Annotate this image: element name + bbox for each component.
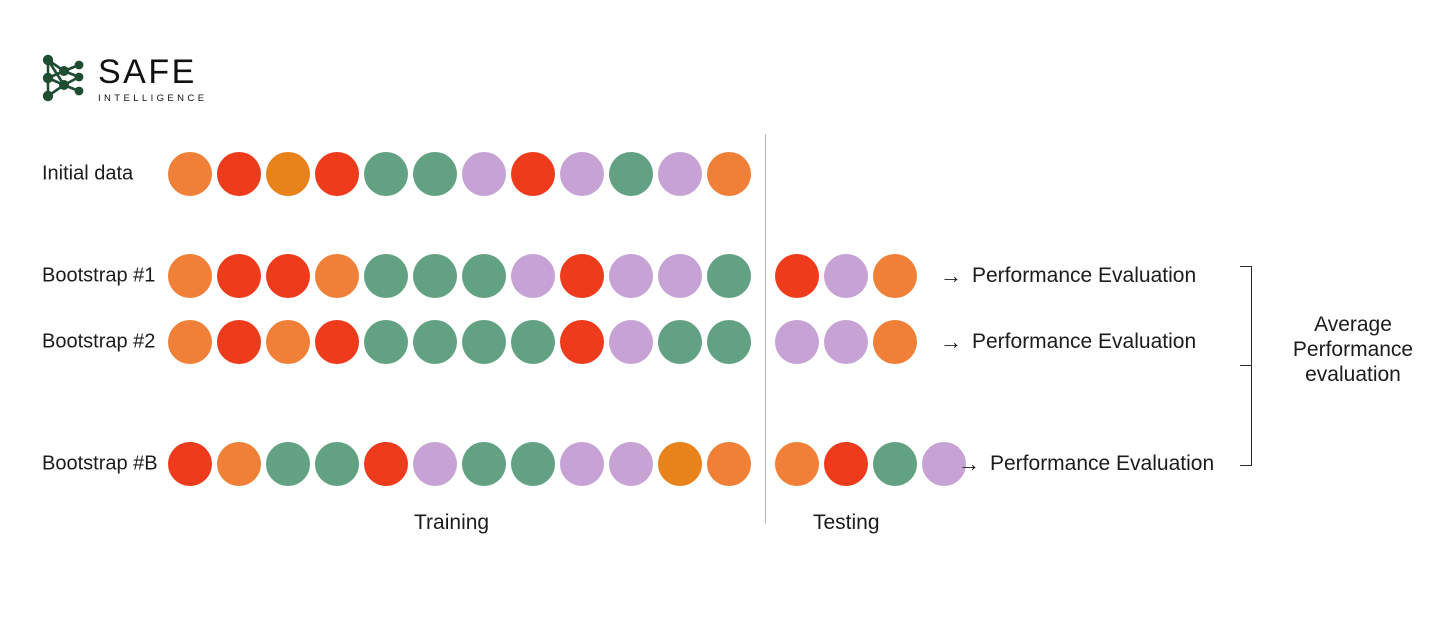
sample-dot-red bbox=[560, 254, 604, 298]
evaluation-label: Performance Evaluation bbox=[990, 452, 1215, 475]
row-label: Initial data bbox=[42, 162, 134, 185]
row-label: Bootstrap #1 bbox=[42, 264, 156, 287]
training-samples bbox=[168, 320, 751, 364]
sample-dot-purple bbox=[560, 152, 604, 196]
brand-logo: SAFE INTELLIGENCE bbox=[40, 52, 207, 104]
sample-dot-red bbox=[560, 320, 604, 364]
sample-dot-purple bbox=[560, 442, 604, 486]
sample-dot-light-orange bbox=[775, 442, 819, 486]
sample-dot-red bbox=[315, 152, 359, 196]
testing-samples bbox=[775, 254, 917, 298]
row-label: Bootstrap #2 bbox=[42, 330, 156, 353]
sample-dot-light-orange bbox=[168, 320, 212, 364]
sample-dot-orange bbox=[658, 442, 702, 486]
sample-dot-red bbox=[217, 320, 261, 364]
sample-dot-light-orange bbox=[168, 254, 212, 298]
data-row-bootstrap-b: Bootstrap #B → Performance Evaluation bbox=[0, 442, 1456, 486]
average-line-2: Performance bbox=[1292, 338, 1414, 361]
sample-dot-purple bbox=[511, 254, 555, 298]
data-row-initial: Initial data → bbox=[0, 152, 1456, 196]
average-line-1: Average bbox=[1314, 313, 1392, 336]
sample-dot-green bbox=[315, 442, 359, 486]
sample-dot-purple bbox=[413, 442, 457, 486]
testing-samples bbox=[775, 442, 966, 486]
sample-dot-purple bbox=[824, 320, 868, 364]
sample-dot-green bbox=[707, 320, 751, 364]
sample-dot-red bbox=[364, 442, 408, 486]
arrow-right-icon: → bbox=[940, 263, 962, 288]
arrow-right-icon: → bbox=[958, 451, 980, 476]
evaluation-label: Performance Evaluation bbox=[972, 330, 1197, 353]
sample-dot-green bbox=[511, 442, 555, 486]
sample-dot-purple bbox=[824, 254, 868, 298]
performance-evaluation: → Performance Evaluation bbox=[940, 264, 1196, 288]
sample-dot-purple bbox=[775, 320, 819, 364]
sample-dot-green bbox=[658, 320, 702, 364]
sample-dot-purple bbox=[609, 254, 653, 298]
brand-name: SAFE bbox=[98, 52, 197, 91]
arrow-right-icon: → bbox=[940, 329, 962, 354]
average-line-3: evaluation bbox=[1305, 363, 1401, 386]
sample-dot-green bbox=[413, 254, 457, 298]
train-test-divider bbox=[765, 134, 766, 524]
sample-dot-purple bbox=[462, 152, 506, 196]
sample-dot-light-orange bbox=[217, 442, 261, 486]
sample-dot-green bbox=[462, 254, 506, 298]
training-section-label: Training bbox=[414, 511, 490, 534]
sample-dot-light-orange bbox=[266, 320, 310, 364]
sample-dot-green bbox=[364, 320, 408, 364]
sample-dot-light-orange bbox=[707, 152, 751, 196]
performance-evaluation: → Performance Evaluation bbox=[940, 330, 1196, 354]
sample-dot-green bbox=[462, 320, 506, 364]
sample-dot-green bbox=[511, 320, 555, 364]
sample-dot-purple bbox=[609, 442, 653, 486]
sample-dot-green bbox=[413, 152, 457, 196]
sample-dot-green bbox=[609, 152, 653, 196]
sample-dot-green bbox=[413, 320, 457, 364]
sample-dot-light-orange bbox=[315, 254, 359, 298]
sample-dot-red bbox=[315, 320, 359, 364]
aggregation-brace bbox=[1240, 266, 1254, 466]
sample-dot-purple bbox=[609, 320, 653, 364]
evaluation-label: Performance Evaluation bbox=[972, 264, 1197, 287]
sample-dot-green bbox=[266, 442, 310, 486]
sample-dot-purple bbox=[658, 152, 702, 196]
testing-samples bbox=[775, 320, 917, 364]
training-samples bbox=[168, 254, 751, 298]
sample-dot-light-orange bbox=[873, 320, 917, 364]
brand-tagline: INTELLIGENCE bbox=[98, 92, 208, 104]
performance-evaluation: → Performance Evaluation bbox=[958, 452, 1214, 476]
sample-dot-light-orange bbox=[168, 152, 212, 196]
sample-dot-red bbox=[775, 254, 819, 298]
sample-dot-purple bbox=[658, 254, 702, 298]
training-samples bbox=[168, 442, 751, 486]
sample-dot-red bbox=[168, 442, 212, 486]
average-performance-label: Average Performance evaluation bbox=[1258, 312, 1448, 387]
sample-dot-red bbox=[217, 254, 261, 298]
sample-dot-red bbox=[266, 254, 310, 298]
sample-dot-red bbox=[511, 152, 555, 196]
data-row-bootstrap-2: Bootstrap #2 → Performance Evaluation bbox=[0, 320, 1456, 364]
sample-dot-green bbox=[707, 254, 751, 298]
data-row-bootstrap-1: Bootstrap #1 → Performance Evaluation bbox=[0, 254, 1456, 298]
sample-dot-red bbox=[217, 152, 261, 196]
sample-dot-red bbox=[824, 442, 868, 486]
sample-dot-green bbox=[364, 152, 408, 196]
network-graph-icon bbox=[42, 54, 84, 102]
row-label: Bootstrap #B bbox=[42, 452, 158, 475]
sample-dot-purple bbox=[922, 442, 966, 486]
training-samples bbox=[168, 152, 751, 196]
brand-wordmark: SAFE INTELLIGENCE bbox=[98, 53, 207, 104]
sample-dot-orange bbox=[266, 152, 310, 196]
sample-dot-light-orange bbox=[707, 442, 751, 486]
sample-dot-green bbox=[873, 442, 917, 486]
sample-dot-light-orange bbox=[873, 254, 917, 298]
sample-dot-green bbox=[462, 442, 506, 486]
sample-dot-green bbox=[364, 254, 408, 298]
testing-section-label: Testing bbox=[813, 511, 880, 534]
